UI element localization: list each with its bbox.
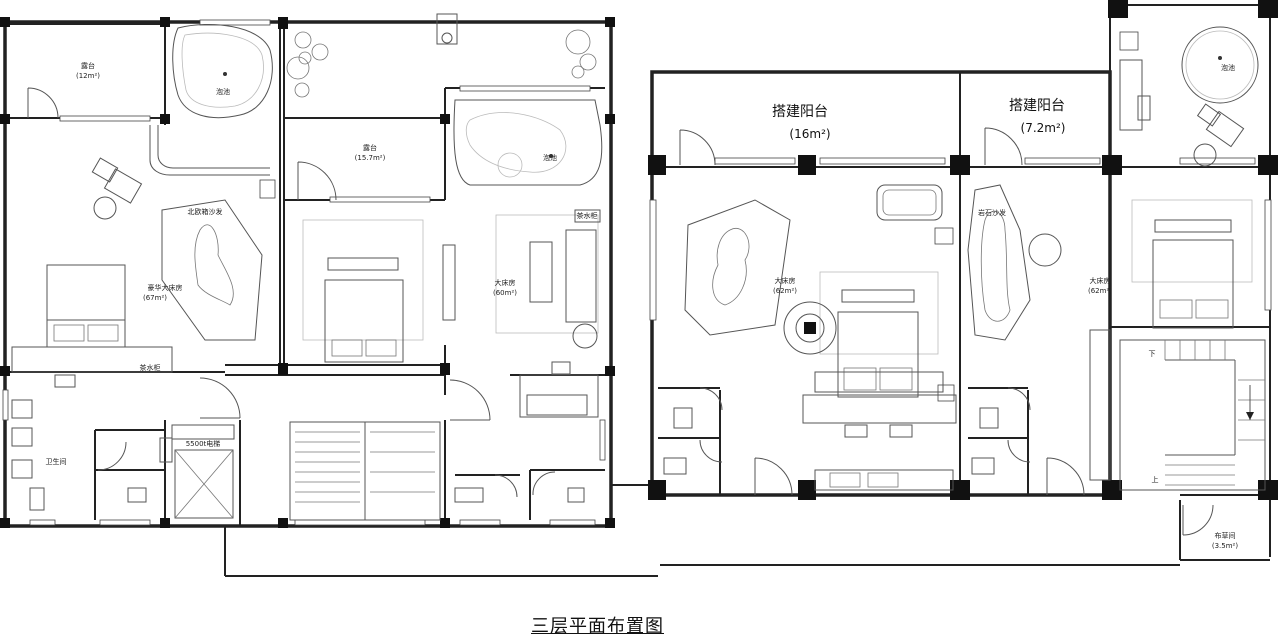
lift xyxy=(171,424,235,519)
label-terrace-1-area: (12m²) xyxy=(76,72,100,80)
label-sofa-2: 岩石沙发 xyxy=(978,208,1006,217)
label-bed-4-area: (62m²) xyxy=(1088,287,1112,295)
label-sofa-1: 北欧箱沙发 xyxy=(188,207,223,216)
bed-2 xyxy=(302,209,601,418)
label-tv-1: 茶水柜 xyxy=(140,363,161,372)
doors-right xyxy=(679,127,1085,496)
pool-left-2 xyxy=(453,99,603,186)
bathroom-left xyxy=(11,394,588,511)
master-bed-1 xyxy=(11,264,173,388)
label-pool-3: 泡池 xyxy=(1221,63,1235,72)
label-pool-2: 泡池 xyxy=(543,153,557,162)
bed-4 xyxy=(967,184,1253,481)
label-linen: 布草间 xyxy=(1215,531,1236,540)
label-balcony-2: 搭建阳台 xyxy=(1009,98,1065,114)
label-master-1: 豪华大床房 xyxy=(148,283,183,292)
label-bed-4: 大床房 xyxy=(1090,276,1111,285)
label-terrace-2: 露台 xyxy=(363,143,377,152)
label-terrace-1: 露台 xyxy=(81,61,95,70)
label-tv-2: 茶水柜 xyxy=(577,211,598,220)
left-building-walls xyxy=(3,20,658,577)
label-linen-area: (3.5m²) xyxy=(1212,542,1238,550)
room-labels: 露台 (12m²) 泡池 露台 (15.7m²) 泡池 北欧箱沙发 豪华大床房 … xyxy=(46,61,1239,550)
label-balcony-2-area: (7.2m²) xyxy=(1021,121,1066,135)
right-building-windows xyxy=(649,31,1272,402)
label-stair-up: 上 xyxy=(1152,475,1159,484)
pool-right xyxy=(1119,26,1259,167)
tree-icons xyxy=(286,13,597,98)
label-master-1-area: (67m²) xyxy=(143,294,167,302)
bed-3 xyxy=(663,184,957,491)
label-balcony-1-area: (16m²) xyxy=(789,127,830,141)
stairs-left xyxy=(289,421,441,521)
doors-left xyxy=(27,87,556,498)
label-bed-2: 大床房 xyxy=(495,278,516,287)
left-building-columns xyxy=(0,17,615,528)
drawing-title: 三层平面布置图 xyxy=(531,616,664,637)
stairs-right xyxy=(1119,339,1266,536)
label-pool-1: 泡池 xyxy=(216,87,230,96)
label-stair-down: 下 xyxy=(1149,350,1156,358)
right-building-columns xyxy=(648,0,1278,500)
label-bed-3-area: (62m²) xyxy=(773,287,797,295)
pool-left-1 xyxy=(149,23,273,176)
label-bed-2-area: (60m²) xyxy=(493,289,517,297)
label-bath-1: 卫生间 xyxy=(46,457,67,466)
right-building-walls xyxy=(612,4,1271,566)
label-bed-3: 大床房 xyxy=(775,276,796,285)
label-balcony-1: 搭建阳台 xyxy=(772,104,828,120)
sofa-1 xyxy=(91,157,263,341)
left-building-windows xyxy=(2,19,606,526)
radiator-left xyxy=(259,179,276,199)
label-lift: 5500t电梯 xyxy=(186,439,221,448)
label-terrace-2-area: (15.7m²) xyxy=(355,154,386,162)
